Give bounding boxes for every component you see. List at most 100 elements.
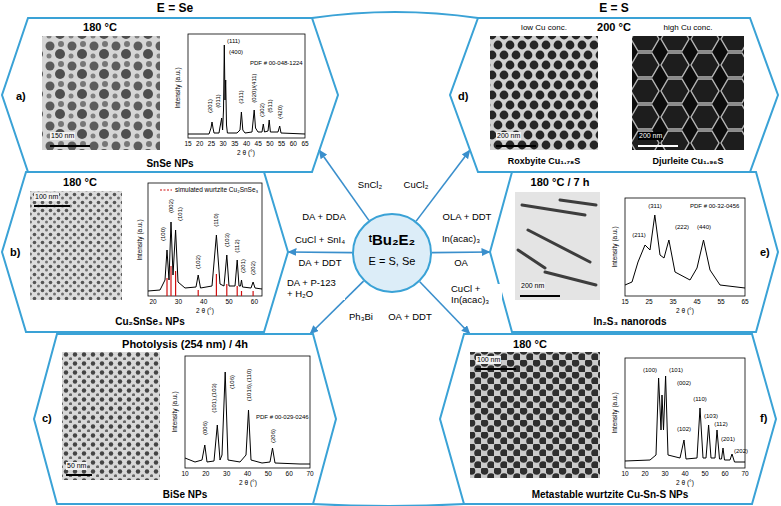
circle-outline: [352, 213, 432, 293]
solvent-label: DA + DDA: [301, 212, 347, 223]
panel-letter: f): [760, 412, 767, 425]
tick-label: 30: [219, 140, 226, 147]
hexagon-outline: [2, 18, 338, 172]
scale-bar-label: 50 nm: [66, 462, 87, 470]
circle-border: [353, 214, 431, 292]
reagent-label: CuCl₂: [403, 180, 430, 191]
tick-label: 15: [621, 298, 628, 305]
tick-label: 35: [231, 140, 238, 147]
precursor-circle: ᵗBu₂E₂E = S, Se: [352, 213, 432, 293]
panel-letter: a): [16, 90, 26, 103]
pdf-reference: PDF # 00-048-1224: [250, 60, 303, 67]
scale-bar-label: 150 nm: [50, 132, 75, 140]
peak-index: (110): [693, 396, 707, 403]
scale-bars: [34, 146, 678, 475]
reflection-stick: [253, 291, 254, 296]
peak-index: (101),(103): [211, 383, 218, 413]
reaction-arrow: [288, 251, 352, 253]
scale-bar-label: 200 nm: [496, 132, 521, 140]
tick-label: 30: [661, 470, 668, 477]
tem-image: [62, 352, 160, 480]
reflection-stick: [166, 278, 167, 296]
peak-index: (302): [259, 103, 266, 117]
tick-label: 10: [621, 470, 628, 477]
chart-frame: [625, 358, 745, 468]
peak-index: (101): [177, 207, 184, 221]
chart-frame: [185, 356, 310, 468]
panel-letter: e): [760, 246, 770, 259]
tick-label: 50: [265, 470, 272, 477]
peak-index: (020)/(411): [251, 73, 258, 102]
chalcogen-heading: E = Se: [157, 2, 193, 16]
scale-bar-label: 200 nm: [520, 282, 545, 290]
reflection-stick: [170, 266, 171, 296]
axis-title: 2 θ (°): [237, 149, 255, 156]
tick-label: 55: [717, 298, 724, 305]
tick-label: 60: [251, 298, 258, 305]
peak-index: (011): [214, 94, 221, 108]
reagent-label: SnCl₂: [357, 180, 383, 191]
scale-bar: [34, 205, 70, 207]
reaction-condition: 180 °C: [83, 21, 117, 34]
tick-label: 20: [196, 140, 203, 147]
axis-title: Intensity (a.u.): [611, 392, 618, 433]
reflection-stick: [241, 291, 242, 296]
product-name: BiSe NPs: [163, 489, 207, 501]
axis-title: 2 θ (°): [676, 479, 694, 486]
axis-title: Intensity (a.u.): [136, 219, 143, 260]
tick-label: 20: [149, 298, 156, 305]
hexagon-border: [34, 334, 336, 504]
peak-index: (106): [229, 375, 236, 389]
reagent-label: In(acac)₃: [441, 234, 481, 245]
peak-index: (102): [195, 255, 202, 269]
chart-frame: [625, 198, 745, 296]
product-name: In₂S₃ nanorods: [594, 316, 667, 328]
axis-title: Intensity (a.u.): [171, 391, 178, 432]
tem-image: [632, 36, 744, 150]
peak-index: (111): [227, 38, 240, 45]
tick-label: 40: [200, 298, 207, 305]
tick-label: 30: [223, 470, 230, 477]
reaction-condition: 200 °C: [597, 21, 631, 34]
tick-label: 50: [266, 140, 273, 147]
scale-bar-label: 100 nm: [34, 193, 59, 201]
scale-bar: [476, 368, 516, 370]
hexagon-border: [490, 172, 778, 332]
xrd-pattern: [188, 45, 305, 134]
tick-label: 65: [301, 140, 308, 147]
peak-index: (006): [201, 421, 208, 435]
hexagon-outline: [450, 18, 778, 172]
reaction-condition: 180 °C / 7 h: [531, 176, 590, 189]
nanorod: [518, 250, 545, 268]
legend-text: simulated wurtzite Cu₂SnSe₃: [175, 186, 258, 193]
tick-label: 15: [184, 140, 191, 147]
peak-index: (311): [238, 90, 245, 104]
peak-index: (100): [643, 367, 657, 374]
reagent-label: Ph₃Bi: [348, 312, 374, 323]
axis-title: 2 θ (°): [196, 307, 214, 314]
condition-note: low Cu conc.: [521, 23, 567, 32]
panel-letter: d): [458, 90, 468, 103]
peak-index: (101): [669, 367, 683, 374]
hexagon-outline: [490, 172, 778, 332]
solvent-label: OA + DDT: [387, 312, 433, 323]
tick-label: 65: [741, 298, 748, 305]
panel-letter: c): [42, 412, 52, 425]
hexagon-border: [450, 18, 778, 172]
hexagon-border: [440, 334, 776, 504]
tick-label: 20: [641, 470, 648, 477]
reflection-stick: [198, 290, 199, 296]
xrd-pattern: [625, 215, 745, 288]
peak-index: (201): [721, 436, 735, 443]
nanorod: [545, 272, 596, 285]
scale-bar: [638, 145, 678, 147]
tick-label: 40: [681, 470, 688, 477]
peak-index: (400): [229, 49, 243, 56]
tick-label: 60: [290, 140, 297, 147]
peak-index: (420): [276, 105, 283, 119]
peak-index: (102): [677, 426, 691, 433]
product-name: Djurleite Cu₁.₉₆S: [653, 156, 724, 166]
peak-index: (511): [267, 99, 274, 113]
peak-index: (103): [704, 413, 718, 420]
tick-label: 30: [175, 298, 182, 305]
